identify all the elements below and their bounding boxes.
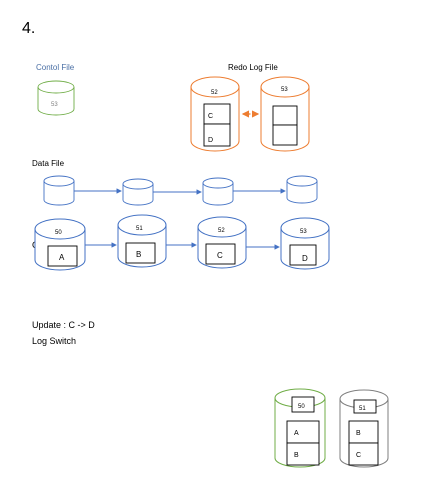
bottom-cylinder-green: 50 A B [274,388,326,468]
redo-log-a-cell [203,123,231,147]
control-file-label: 53 [51,102,58,108]
bottom-cell [286,442,320,466]
redo-log-a-cell-text: C [208,113,213,120]
data-file-title: Data File [32,159,65,168]
bottom-cell [348,442,379,466]
datafile-block [205,243,236,265]
redo-log-cylinder-b: 53 [260,76,310,152]
datafile-small-cylinder [43,175,75,206]
redo-log-title: Redo Log File [228,63,278,72]
bottom-cylinder-label: 50 [298,404,305,410]
bottom-cylinder-label: 51 [359,406,366,412]
section-heading: 4. [22,20,35,37]
datafile-block [125,242,156,264]
datafile-block [47,245,78,267]
datafile-block-text: D [302,254,308,263]
datafile-block-text: B [136,250,141,259]
redo-log-a-label: 52 [211,90,218,96]
bottom-cylinder-gray: 51 B C [339,389,389,468]
datafile-small-cylinder [286,175,318,204]
redo-log-a-cell-text: D [208,137,213,144]
datafile-cylinder-label: 52 [218,228,225,234]
redo-log-b-label: 53 [281,87,288,93]
datafile-cylinder-label: 51 [136,226,143,232]
datafile-cylinder-51: 51 B [117,214,167,268]
bottom-cell [348,420,379,444]
control-file-title: Contol File [36,63,75,72]
log-switch-note: Log Switch [32,336,76,346]
bottom-label-box [353,399,377,414]
datafile-cylinder-50: 50 A [34,218,86,271]
redo-log-b-cell [272,105,298,126]
datafile-cylinder-label: 50 [55,230,62,236]
datafile-cylinder-53: 53 D [280,217,330,270]
bottom-cell [286,420,320,444]
bottom-label-box [291,396,315,413]
datafile-block-text: A [59,253,65,262]
datafile-block [289,244,317,266]
update-note: Update : C -> D [32,320,95,330]
datafile-block-text: C [217,251,223,260]
control-file-cylinder: 53 [37,80,75,116]
datafile-small-cylinder [122,178,154,206]
bottom-cell-text: A [294,430,299,437]
redo-log-b-cell [272,124,298,146]
redo-log-cylinder-a: 52 C D [190,76,240,152]
bottom-cell-text: C [356,452,361,459]
datafile-small-cylinder [202,177,234,206]
bottom-cell-text: B [294,452,299,459]
datafile-cylinder-label: 53 [300,229,307,235]
datafile-cylinder-52: 52 C [197,216,247,269]
bottom-cell-text: B [356,430,361,437]
